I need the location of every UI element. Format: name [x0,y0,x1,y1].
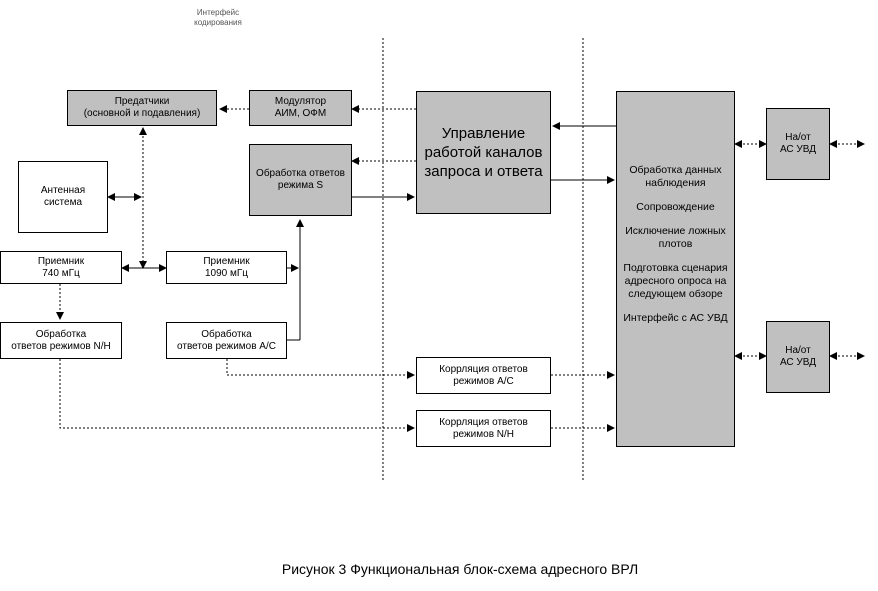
channel-control-block: Управление работой каналов запроса и отв… [416,91,551,214]
nh-correlation-block: Коррляция ответов режимов N/H [416,410,551,447]
processing-item-atc-interface: Интерфейс с АС УВД [623,312,728,324]
receiver-1090-block: Приемник 1090 мГц [166,251,287,284]
nh-processing-block: Обработка ответов режимов N/H [0,322,122,359]
ac-processing-block: Обработка ответов режимов А/С [166,322,287,359]
transmitters-block: Предатчики (основной и подавления) [67,90,217,126]
receiver-740-block: Приемник 740 мГц [0,251,122,284]
processing-item-scenario: Подготовка сценария адресного опроса на … [623,262,728,300]
modulator-block: Модулятор АИМ, ОФМ [249,90,352,126]
data-processing-block: Обработка данных наблюдения Сопровождени… [616,91,735,447]
figure-caption: Рисунок 3 Функциональная блок-схема адре… [281,561,639,577]
link-ac-correlation [226,359,415,379]
mode-s-processing-block: Обработка ответов режима S [249,144,352,216]
ac-correlation-block: Коррляция ответов режимов А/С [416,357,551,394]
link-nh-correlation [59,359,415,432]
processing-item-surveillance: Обработка данных наблюдения [629,164,722,189]
atc-top-block: На/от АС УВД [766,108,830,180]
antenna-block: Антенная система [18,161,108,233]
processing-item-tracking: Сопровождение [636,201,715,213]
processing-item-false-plots: Исключение ложных плотов [625,225,726,250]
header-note: Интерфейс кодирования [194,8,242,27]
atc-bottom-block: На/от АС УВД [766,321,830,393]
